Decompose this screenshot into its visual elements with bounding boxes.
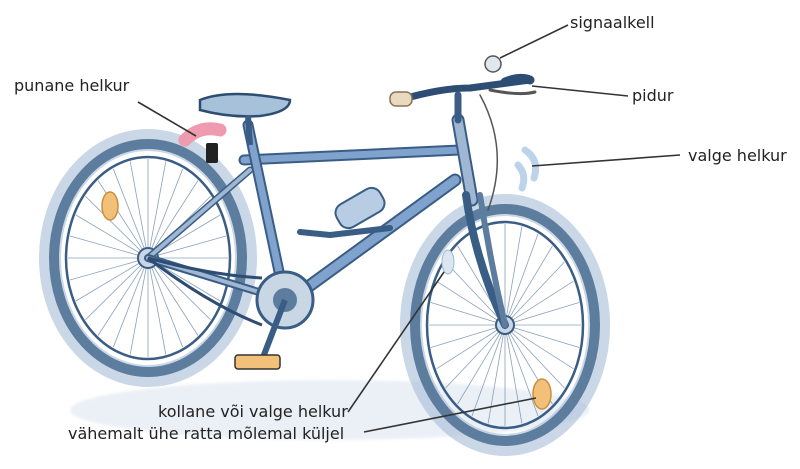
rear-wheel-spoke <box>129 257 149 355</box>
label-red-reflector: punane helkur <box>14 76 130 95</box>
leader-line-bell <box>499 24 569 59</box>
leader-line-wheel-reflector-rear <box>347 271 445 413</box>
front-wheel-spoke <box>436 280 506 326</box>
front-wheel <box>400 194 610 456</box>
rear-wheel-spoke <box>147 180 199 259</box>
front-wheel-spoke <box>504 233 539 326</box>
rear-wheel-spoke <box>85 257 149 320</box>
saddle <box>198 92 292 146</box>
front-wheel-spoke <box>430 324 506 348</box>
front-wheel-spoke <box>504 280 574 326</box>
front-wheel-spoke <box>504 324 539 417</box>
front-wheel-spoke <box>430 302 506 326</box>
front-wheel-spoke <box>504 226 523 326</box>
rear-wheel-spoke <box>147 257 167 355</box>
label-wheel-reflector-line1: kollane või valge helkur <box>158 402 348 421</box>
label-brake: pidur <box>632 86 674 105</box>
rear-wheel <box>39 129 257 387</box>
leader-line-wheel-reflector-front <box>363 397 537 433</box>
rear-wheel-spoke <box>129 161 149 259</box>
leader-lines <box>137 24 681 433</box>
front-wheel-spoke <box>445 261 506 326</box>
bicycle-frame <box>144 55 537 329</box>
rear-wheel-spoke <box>69 257 149 281</box>
rear-wheel-reflector <box>101 191 119 221</box>
front-wheel-spoke <box>445 324 506 389</box>
label-wheel-reflector-line2: vähemalt ühe ratta mõlemal küljel <box>68 424 345 443</box>
rear-wheel-spoke <box>112 168 149 259</box>
rear-wheel-spoke <box>147 235 227 259</box>
label-bell: signaalkell <box>570 13 655 32</box>
front-wheel-spoke <box>504 261 565 326</box>
front-wheel-spoke <box>504 324 523 424</box>
rear-wheel-spoke <box>147 257 184 348</box>
leader-line-brake <box>531 85 629 97</box>
rear-wheel-spoke <box>112 257 149 348</box>
rear-wheel-spoke <box>75 257 149 302</box>
rear-wheel-spoke <box>147 257 211 320</box>
white-front-reflector <box>514 146 540 192</box>
crankset <box>147 256 315 370</box>
rear-wheel-spoke <box>75 214 149 259</box>
front-wheel-spoke <box>504 324 580 348</box>
label-white-reflector: valge helkur <box>688 146 787 165</box>
rear-wheel-spoke <box>69 235 149 259</box>
red-rear-reflector <box>178 122 227 163</box>
front-wheel-reflector <box>532 378 552 410</box>
rear-wheel-spoke <box>85 196 149 259</box>
front-wheel-spoke <box>436 324 506 370</box>
front-wheel-spoke <box>457 324 506 405</box>
front-wheel-spoke <box>504 324 565 389</box>
leader-line-red-reflector <box>137 101 197 137</box>
front-wheel-spoke <box>504 324 574 370</box>
rear-wheel-spoke <box>147 257 199 336</box>
front-wheel-spoke <box>504 302 580 326</box>
rear-wheel-spoke <box>97 257 149 336</box>
bell <box>484 55 502 73</box>
front-wheel-spoke <box>504 245 553 326</box>
rear-wheel-spoke <box>147 168 184 259</box>
rear-wheel-spoke <box>147 161 167 259</box>
pedal <box>234 354 281 370</box>
front-wheel-spoke <box>471 324 506 417</box>
leader-line-white-reflector <box>531 154 681 167</box>
